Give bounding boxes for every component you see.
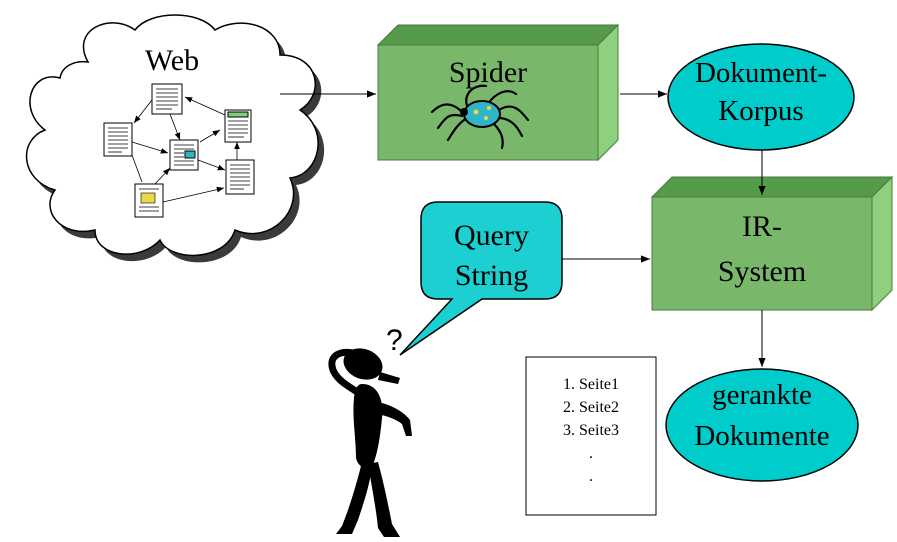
spider-icon — [430, 84, 530, 150]
result-item: . — [589, 468, 593, 485]
web-page-graph — [103, 83, 255, 218]
result-list-box — [525, 356, 657, 516]
result-list: 1. Seite1 2. Seite2 3. Seite3 . . — [536, 373, 646, 488]
query-string-bubble — [399, 201, 563, 356]
ir-system-line2: System — [717, 255, 807, 288]
gerankte-line2: Dokumente — [694, 420, 830, 452]
ir-system-box — [650, 175, 894, 312]
dokument-korpus-ellipse — [667, 43, 855, 151]
gerankte-line1: gerankte — [712, 379, 812, 411]
result-item: 2. Seite2 — [563, 399, 619, 416]
thinking-person-icon: ? — [328, 324, 412, 537]
result-item: 3. Seite3 — [563, 422, 619, 439]
svg-text:?: ? — [386, 324, 403, 357]
gerankte-dokumente-label: gerankte Dokumente — [662, 381, 862, 451]
dokument-korpus-line1: Dokument- — [694, 57, 828, 89]
result-item: 1. Seite1 — [563, 376, 619, 393]
result-item: . — [589, 445, 593, 462]
ir-system-label: IR- System — [682, 212, 842, 287]
gerankte-dokumente-ellipse — [665, 368, 859, 482]
flow-arrows — [280, 90, 766, 367]
query-line2: String — [454, 259, 529, 292]
spider-label: Spider — [448, 56, 528, 89]
spider-box — [376, 23, 620, 162]
query-string-label: Query String — [421, 221, 562, 291]
web-label: Web — [144, 44, 200, 77]
dokument-korpus-line2: Korpus — [718, 95, 804, 127]
ir-system-line1: IR- — [742, 210, 782, 243]
dokument-korpus-label: Dokument- Korpus — [666, 59, 856, 126]
query-line1: Query — [454, 219, 529, 252]
